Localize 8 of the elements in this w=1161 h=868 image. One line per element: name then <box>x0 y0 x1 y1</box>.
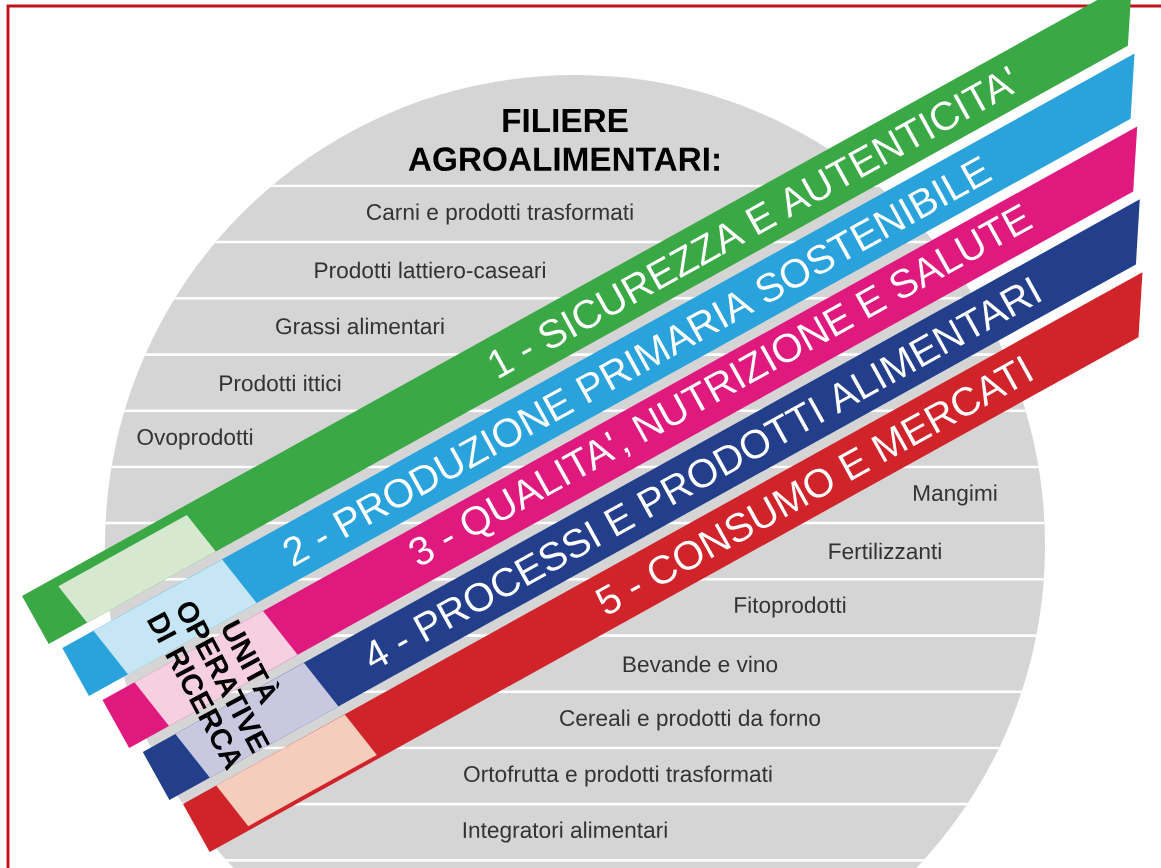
chain-label: Fitoprodotti <box>735 596 846 618</box>
chain-label: Integratori alimentari <box>463 821 667 843</box>
chain-label: Grassi alimentari <box>276 317 444 335</box>
chain-label: Carni e prodotti trasformati <box>367 203 633 225</box>
chain-label: Ortofrutta e prodotti trasformati <box>464 765 772 787</box>
chain-label: Mangimi <box>914 484 997 506</box>
chain-label: Cereali e prodotti da forno <box>560 709 821 731</box>
chain-label: Bevande e vino <box>623 655 778 673</box>
